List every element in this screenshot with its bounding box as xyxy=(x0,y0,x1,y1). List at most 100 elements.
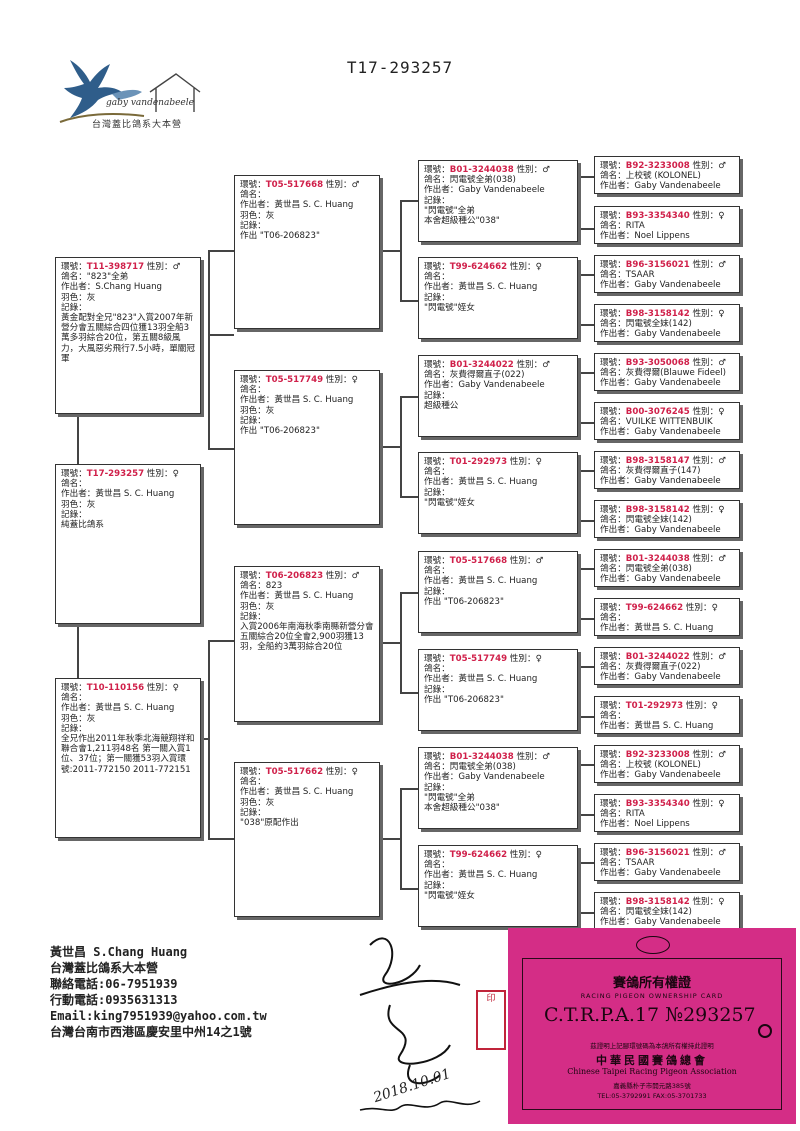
sex-label: 性別：♂ xyxy=(689,848,726,858)
info-line: 記錄： xyxy=(424,195,450,206)
ring-line: 環號：T01-292973 性別：♀ xyxy=(600,701,734,711)
info-line: 記錄： xyxy=(240,611,266,622)
sex-label: 性別：♀ xyxy=(689,897,725,907)
ring-number: T05-517668 xyxy=(265,180,324,190)
ring-label: 環號： xyxy=(424,850,450,860)
ring-line: 環號：B96-3156021 性別：♂ xyxy=(600,260,734,270)
ring-line: 環號：B98-3158142 性別：♀ xyxy=(600,897,734,907)
info-line: 作出者：黃世昌 S. C. Huang xyxy=(61,489,175,500)
card-org: 中華民國賽鴿總會 xyxy=(596,1054,708,1067)
ring-line: 環號：B96-3156021 性別：♂ xyxy=(600,848,734,858)
pedigree-card-sire: 環號：T11-398717 性別：♂鴿名："823"全弟作出者：S.Chang … xyxy=(55,257,201,414)
ring-line: 環號：B01-3244022 性別：♂ xyxy=(424,360,572,370)
info-line: 作出者：Gaby Vandenabeele xyxy=(600,427,721,438)
ring-line: 環號：B92-3233008 性別：♂ xyxy=(600,161,734,171)
connector-line xyxy=(378,642,400,644)
info-line: 鴿名： xyxy=(600,711,626,722)
connector-line xyxy=(578,568,580,618)
info-line: 羽色：灰 xyxy=(61,713,96,724)
ring-label: 環號： xyxy=(61,683,87,693)
info-line: 羽色：灰 xyxy=(240,210,275,221)
ring-line: 環號：T10-110156 性別：♀ xyxy=(61,683,195,693)
info-line: 鴿名：上校號 (KOLONEL) xyxy=(600,171,701,182)
info-line: 作出者：黃世昌 S. C. Huang xyxy=(240,200,354,211)
info-line: 本舍超級種公"038" xyxy=(424,803,500,814)
info-line: 鴿名： xyxy=(424,566,450,577)
info-line: 本舍超級種公"038" xyxy=(424,216,500,227)
info-line: "閃電號"全弟 xyxy=(424,205,475,216)
ring-line: 環號：B98-3158142 性別：♀ xyxy=(600,309,734,319)
ring-label: 環號： xyxy=(424,654,450,664)
info-line: 鴿名： xyxy=(61,479,87,490)
pedigree-card-g3: 環號：B01-3244022 性別：♂鴿名：灰費得爾直子(022)作出者：Gab… xyxy=(418,355,578,437)
info-line: 鴿名： xyxy=(424,467,450,478)
connector-line xyxy=(578,274,580,324)
info-line: 作出者：黃世昌 S. C. Huang xyxy=(600,721,714,732)
info-line: 記錄： xyxy=(61,302,87,313)
info-line: 作出者：Gaby Vandenabeele xyxy=(600,917,721,928)
ring-line: 環號：T11-398717 性別：♂ xyxy=(61,262,195,272)
connector-line xyxy=(208,838,234,840)
info-line: 作出者：黃世昌 S. C. Huang xyxy=(424,576,538,587)
info-line: 作出者：黃世昌 S. C. Huang xyxy=(240,787,354,798)
ring-number: B92-3233008 xyxy=(625,750,690,760)
info-line: 鴿名： xyxy=(600,613,626,624)
card-number: C.T.R.P.A.17 №293257 xyxy=(544,1004,756,1026)
ring-line: 環號：B01-3244038 性別：♂ xyxy=(424,752,572,762)
connector-line xyxy=(400,200,418,202)
info-line: 作出者：Gaby Vandenabeele xyxy=(600,672,721,683)
ring-label: 環號： xyxy=(240,767,266,777)
connector-line xyxy=(378,446,400,448)
sex-label: 性別：♀ xyxy=(689,211,725,221)
ring-number: B01-3244022 xyxy=(449,360,514,370)
ring-label: 環號： xyxy=(240,375,266,385)
ring-line: 環號：B01-3244022 性別：♂ xyxy=(600,652,734,662)
connector-line xyxy=(378,250,400,252)
pedigree-card-g4: 環號：T01-292973 性別：♀鴿名：作出者：黃世昌 S. C. Huang xyxy=(594,696,740,734)
pedigree-card-g4: 環號：T99-624662 性別：♀鴿名：作出者：黃世昌 S. C. Huang xyxy=(594,598,740,636)
pedigree-card-g4: 環號：B98-3158147 性別：♂鴿名：灰費得爾直子(147)作出者：Gab… xyxy=(594,451,740,489)
dove-logo-icon xyxy=(59,60,201,123)
info-line: 作出者：黃世昌 S. C. Huang xyxy=(240,591,354,602)
card-hole-icon xyxy=(758,1024,772,1038)
ring-number: B96-3156021 xyxy=(625,260,690,270)
info-line: 鴿名： xyxy=(424,860,450,871)
connector-line xyxy=(578,176,580,228)
ring-line: 環號：T99-624662 性別：♀ xyxy=(424,850,572,860)
connector-line xyxy=(578,470,580,520)
info-line: "閃電號"全弟 xyxy=(424,792,475,803)
sex-label: 性別：♂ xyxy=(513,752,550,762)
info-line: 作出 "T06-206823" xyxy=(240,231,320,242)
info-line: 鴿名：823 xyxy=(240,581,283,592)
ring-line: 環號：T01-292973 性別：♀ xyxy=(424,457,572,467)
ring-label: 環號： xyxy=(600,554,626,564)
pedigree-card-g4: 環號：B98-3158142 性別：♀鴿名：閃電號全妹(142)作出者：Gaby… xyxy=(594,892,740,930)
info-line: 作出者：Gaby Vandenabeele xyxy=(424,380,545,391)
ring-label: 環號： xyxy=(600,456,626,466)
connector-line xyxy=(400,788,402,888)
ring-number: T05-517668 xyxy=(449,556,508,566)
ring-number: B00-3076245 xyxy=(625,407,690,417)
ring-line: 環號：B98-3158142 性別：♀ xyxy=(600,505,734,515)
sex-label: 性別：♂ xyxy=(507,556,544,566)
info-line: 記錄： xyxy=(424,782,450,793)
pedigree-card-g4: 環號：B01-3244038 性別：♂鴿名：閃電號全弟(038)作出者：Gaby… xyxy=(594,549,740,587)
ring-label: 環號： xyxy=(600,897,626,907)
connector-line xyxy=(208,448,234,450)
connector-line xyxy=(400,592,402,692)
info-line: 鴿名： xyxy=(424,664,450,675)
info-line: 記錄： xyxy=(240,220,266,231)
info-line: 羽色：灰 xyxy=(61,292,96,303)
info-line: 作出者：Gaby Vandenabeele xyxy=(600,280,721,291)
card-title-en: RACING PIGEON OWNERSHIP CARD xyxy=(580,992,724,1000)
info-line: 鴿名：灰費得爾直子(147) xyxy=(600,466,701,477)
connector-line xyxy=(578,176,594,178)
info-line: 作出者：黃世昌 S. C. Huang xyxy=(424,282,538,293)
info-line: 超級種公 xyxy=(424,400,459,411)
ring-number: T01-292973 xyxy=(449,457,508,467)
sex-label: 性別：♀ xyxy=(144,469,179,479)
contact-block: 黃世昌 S.Chang Huang 台灣蓋比鴿系大本營 聯絡電話:06-7951… xyxy=(50,944,267,1040)
connector-line xyxy=(578,520,594,522)
